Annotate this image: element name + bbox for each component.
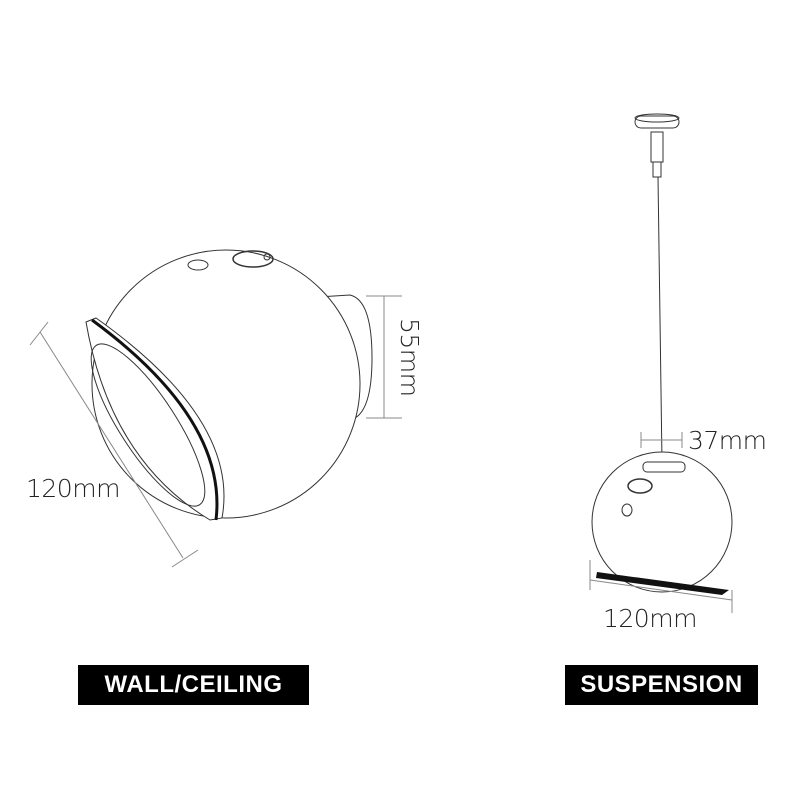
pendant-sphere [591, 451, 733, 593]
wall-lamp-hole [187, 259, 209, 271]
pendant-diameter-label: 120mm [603, 604, 697, 633]
pendant-switch [627, 478, 653, 494]
wall-depth-label: 55mm [395, 318, 424, 397]
canopy-width-label: 37mm [688, 426, 767, 455]
wall-lamp-drawing [29, 249, 402, 568]
pendant-hole [621, 503, 633, 517]
wall-diameter-label: 120mm [26, 474, 120, 503]
wall-diameter-dim [39, 331, 184, 559]
pendant-lamp-drawing [589, 113, 733, 613]
wall-lamp-switch [232, 250, 274, 268]
wall-ceiling-label: WALL/CEILING [78, 665, 309, 705]
pendant-diameter-dim [589, 579, 733, 601]
suspension-label: SUSPENSION [565, 665, 758, 705]
suspension-wire [657, 176, 663, 463]
